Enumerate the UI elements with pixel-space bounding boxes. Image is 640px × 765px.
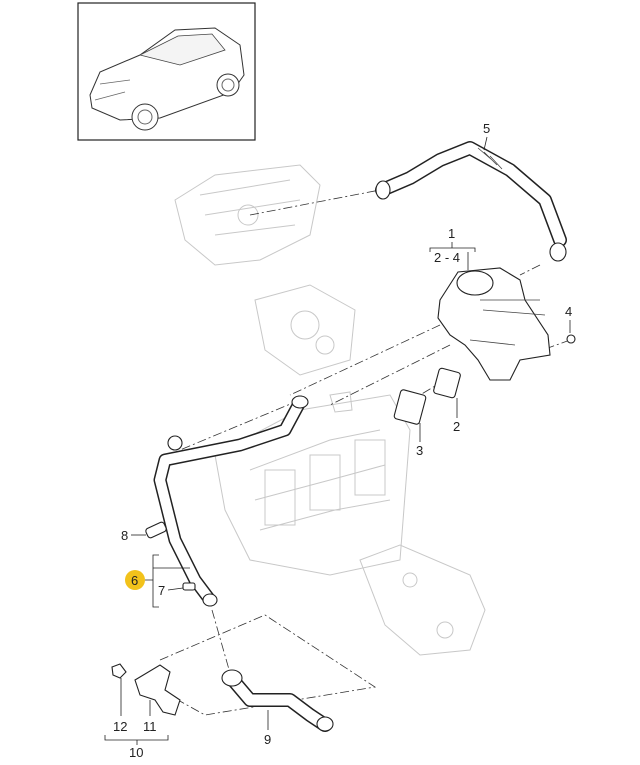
part-11-bracket	[134, 664, 181, 716]
callout-2-4[interactable]: 2 - 4	[434, 250, 460, 265]
callout-1[interactable]: 1	[448, 226, 455, 241]
callout-8[interactable]: 8	[121, 528, 128, 543]
part-1-oil-separator	[437, 267, 551, 381]
part-9-hose	[221, 669, 334, 732]
vehicle-thumbnail	[77, 2, 256, 141]
callout-5[interactable]: 5	[483, 121, 490, 136]
callouts: 5 1 2 - 4 4 2 3 8 6 7 12 11 10 9	[104, 121, 572, 760]
part-3-gasket	[393, 389, 427, 425]
callout-12[interactable]: 12	[113, 719, 127, 734]
callout-9[interactable]: 9	[264, 732, 271, 747]
part-7-fitting	[182, 582, 196, 591]
part-4-bolt	[566, 334, 576, 344]
part-12-clip	[111, 663, 127, 679]
engine-ghost	[174, 164, 486, 656]
callout-6[interactable]: 6	[131, 573, 138, 588]
callout-11[interactable]: 11	[143, 719, 157, 734]
highlight-badge	[125, 570, 145, 590]
part-5-hose	[375, 141, 567, 262]
part-2-gasket	[433, 367, 461, 399]
part-8-fitting	[145, 521, 167, 539]
callout-7[interactable]: 7	[158, 583, 165, 598]
callout-3[interactable]: 3	[416, 443, 423, 458]
callout-10[interactable]: 10	[129, 745, 143, 760]
callout-2[interactable]: 2	[453, 419, 460, 434]
callout-4[interactable]: 4	[565, 304, 572, 319]
part-6-hose	[153, 395, 309, 607]
